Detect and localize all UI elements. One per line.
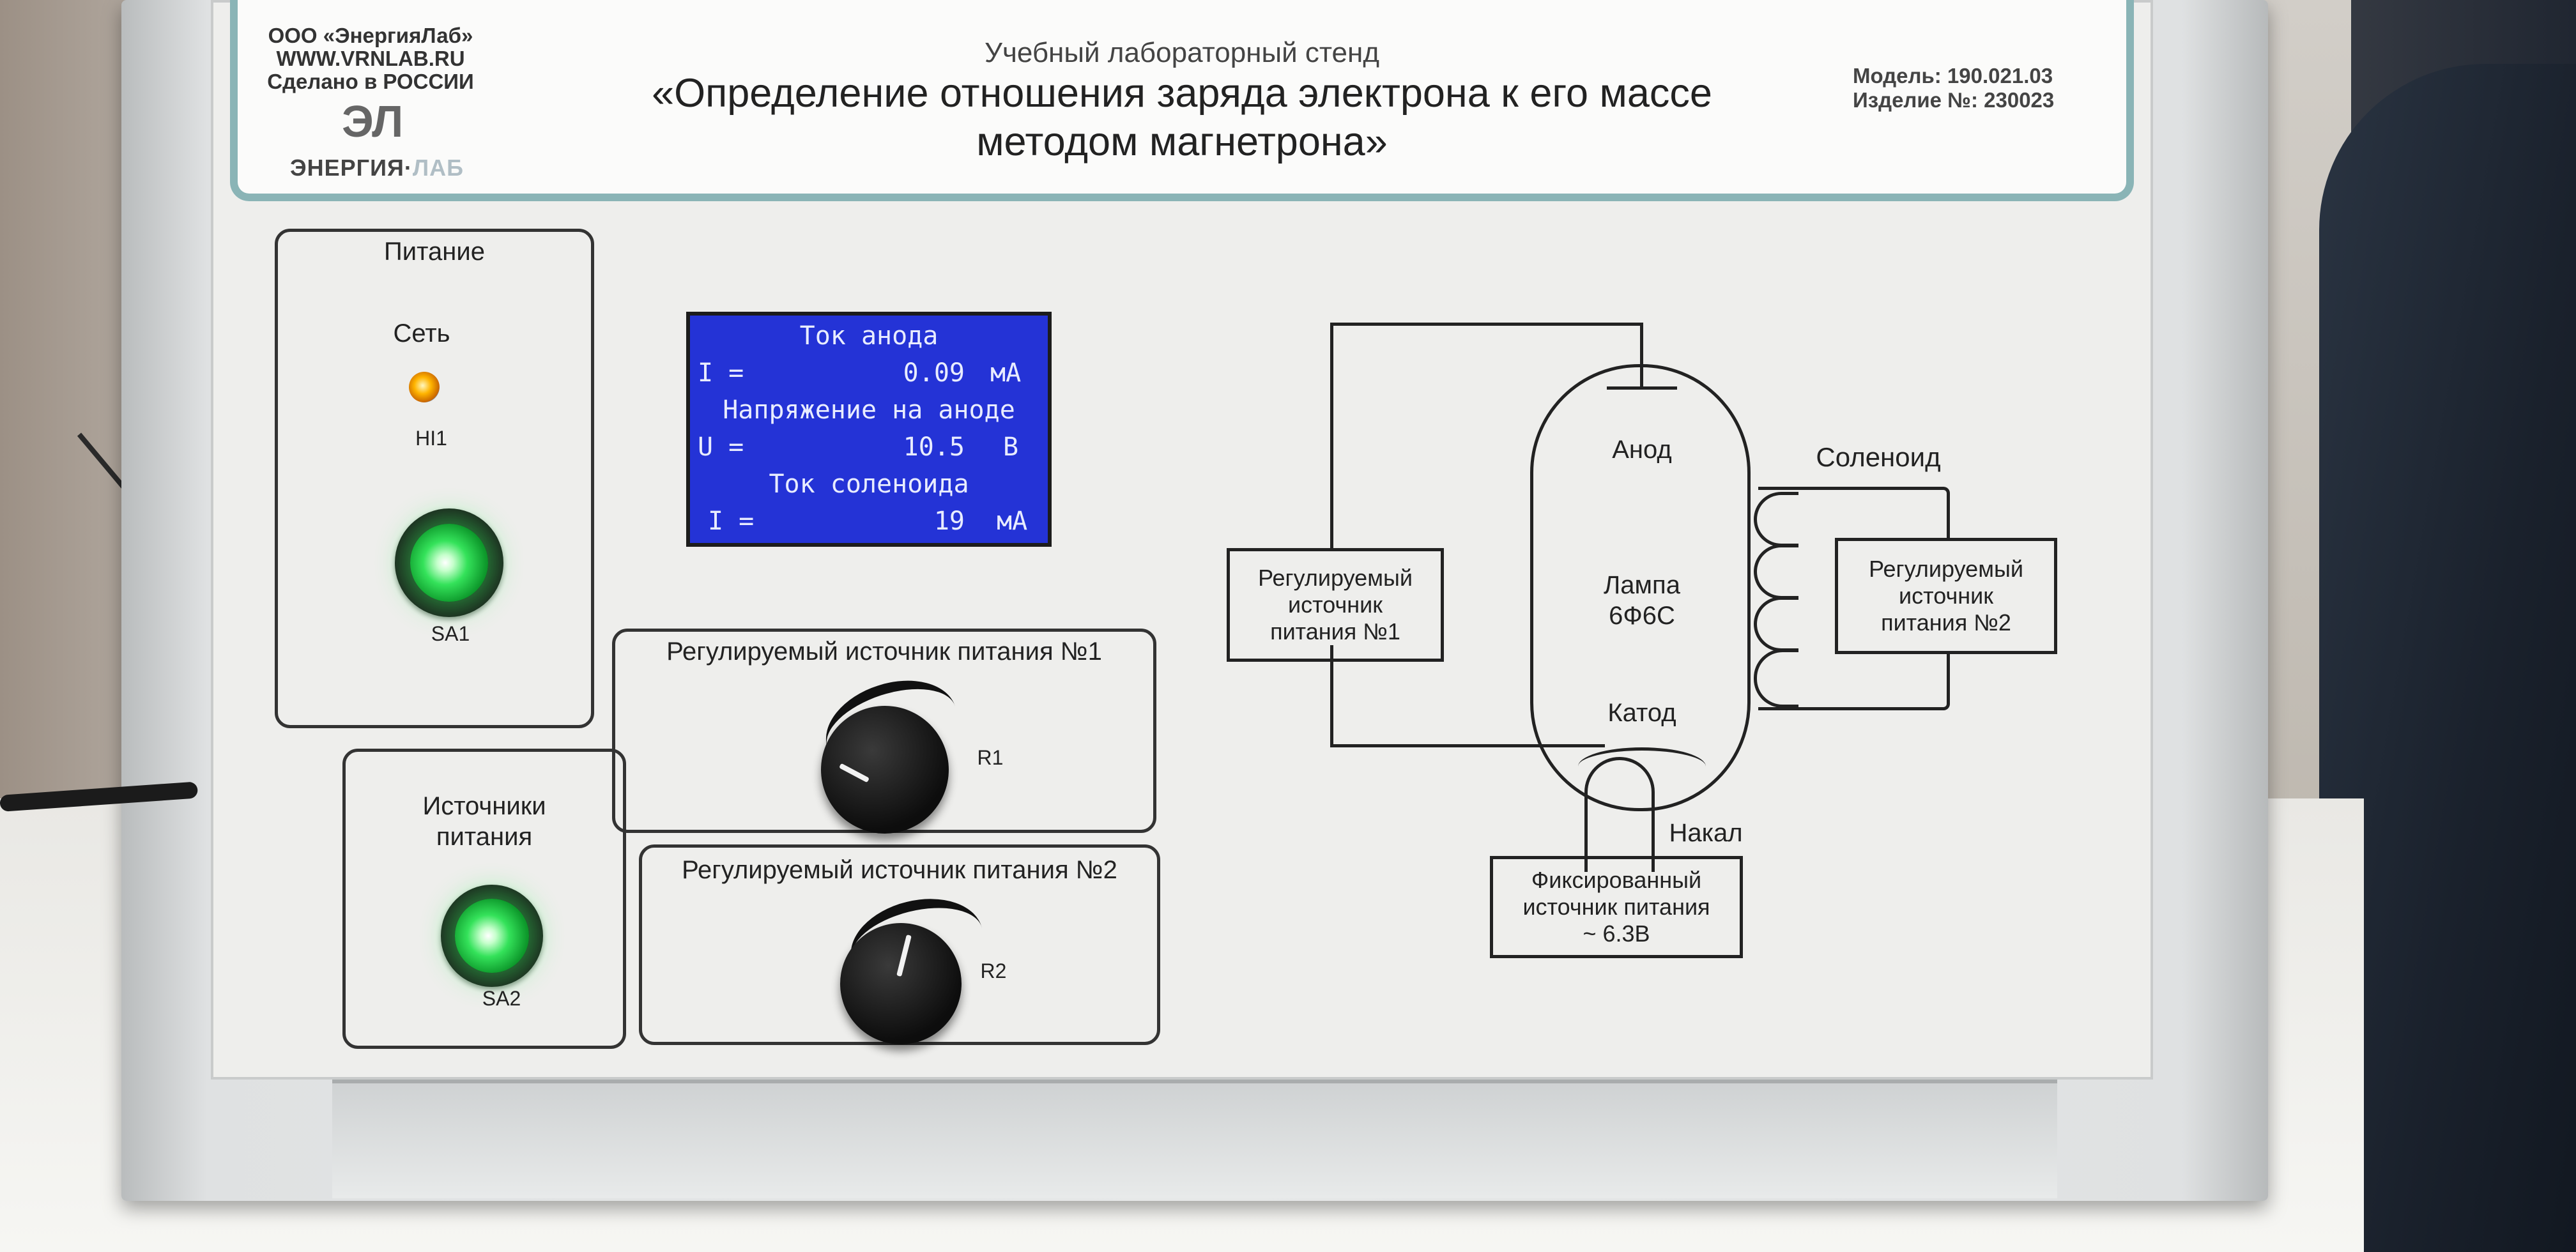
schematic-source2-box: Регулируемый источник питания №2 [1835,538,2057,654]
r1-label: R1 [977,746,1004,769]
knob-pointer-icon [839,763,870,783]
made-in: Сделано в РОССИИ [267,70,474,93]
wire [1330,645,1333,747]
lcd-anode-voltage-value: 10.5 [903,432,965,462]
source2-knob[interactable] [840,923,962,1044]
power-panel [275,229,594,728]
r2-label: R2 [980,959,1007,982]
power-sources-panel-title: Источники питания [422,792,546,851]
fixed-source-box: Фиксированный источник питания ~ 6.3В [1490,856,1743,958]
header-plate [230,0,2134,201]
cathode-label: Катод [1607,699,1676,727]
company-logo-icon: ЭЛ [342,96,404,146]
wire [1330,744,1605,747]
network-indicator-lamp [409,372,440,402]
stand-subtitle: Учебный лабораторный стенд [985,37,1379,68]
lcd-anode-current-row: I = 0.09 мА [690,354,1048,392]
lcd-display: Ток анода I = 0.09 мА Напряжение на анод… [686,312,1052,547]
lcd-anode-voltage-title: Напряжение на аноде [723,395,1015,425]
model-info: Модель: 190.021.03 Изделие №: 230023 [1853,64,2121,112]
company-logo-text: ЭНЕРГИЯ·ЛАБ [290,155,464,181]
wire [1330,323,1643,326]
lamp-bulb [1530,364,1751,811]
lamp-label: Лампа 6Ф6С [1604,571,1680,630]
lcd-anode-current-value: 0.09 [903,358,965,388]
company-name: ООО «ЭнергияЛаб» [268,24,473,47]
serial-number: Изделие №: 230023 [1853,88,2055,112]
network-label: Сеть [393,319,450,347]
lcd-solenoid-current-value: 19 [933,507,965,536]
device-frame-bottom [332,1080,2057,1198]
green-light-icon [410,523,489,602]
heater-label: Накал [1669,819,1743,847]
lcd-solenoid-current-title: Ток соленоида [769,470,969,499]
source2-title: Регулируемый источник питания №2 [682,856,1117,884]
schematic-source1-box: Регулируемый источник питания №1 [1227,548,1444,662]
power-panel-title: Питание [384,238,485,266]
knob-pointer-icon [896,935,912,977]
model-number: Модель: 190.021.03 [1853,64,2053,88]
solenoid-label: Соленоид [1816,442,1941,472]
power-sources-panel [342,749,626,1049]
lcd-anode-current-title: Ток анода [799,321,939,351]
lcd-anode-voltage-row: U = 10.5 В [690,428,1048,466]
heater-loop [1584,757,1655,872]
company-info: ООО «ЭнергияЛаб» WWW.VRNLAB.RU Сделано в… [243,24,498,93]
anode-label: Анод [1612,436,1672,464]
sa1-label: SA1 [431,622,470,645]
main-power-switch[interactable] [395,508,503,617]
sources-power-switch[interactable] [441,885,543,987]
solenoid-coil-icon [1754,649,1798,708]
indicator-label: HI1 [415,427,447,450]
source1-knob[interactable] [821,706,949,834]
source1-title: Регулируемый источник питания №1 [666,637,1102,666]
cathode-arc [1578,747,1706,786]
stand-title: «Определение отношения заряда электрона … [652,71,1712,164]
wire [1330,323,1333,549]
sa2-label: SA2 [482,987,521,1010]
wire [1640,323,1643,386]
lcd-solenoid-current-row: I = 19 мА [690,502,1048,540]
green-light-icon [455,899,529,973]
company-website: WWW.VRNLAB.RU [276,47,465,70]
